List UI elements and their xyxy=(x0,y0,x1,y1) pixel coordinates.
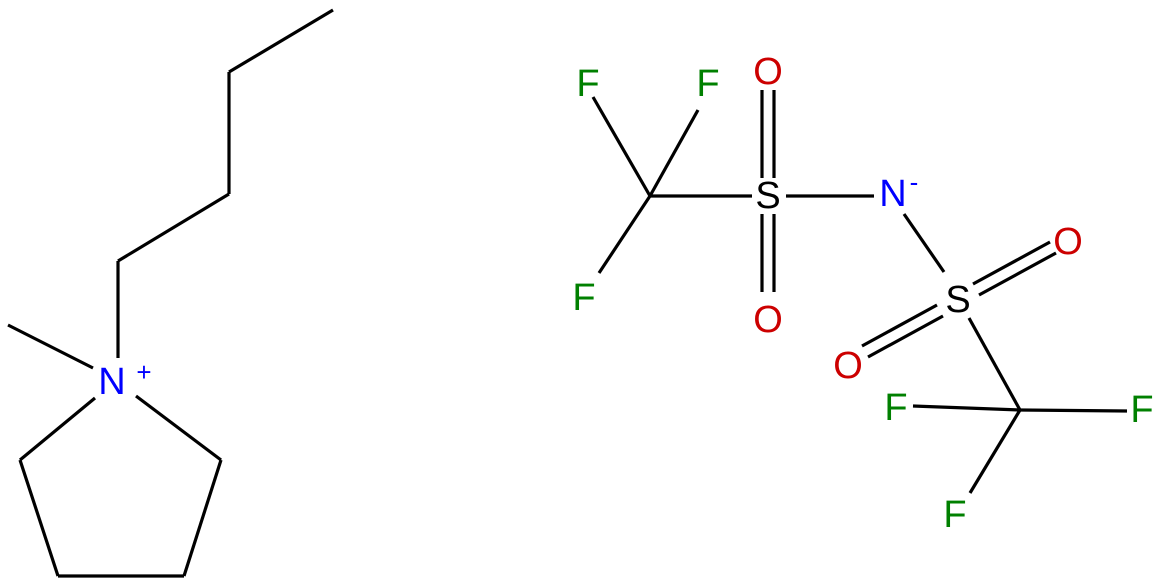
bond xyxy=(902,213,946,273)
atom-fluorine: F xyxy=(1130,389,1153,431)
atom-nitrogen: N xyxy=(98,361,125,403)
anion-structure: F F F S O O N - S O O F F F xyxy=(572,51,1153,536)
bond xyxy=(648,109,700,197)
atom-oxygen: O xyxy=(1053,221,1083,263)
bond xyxy=(861,303,938,348)
bond xyxy=(1019,408,1128,413)
bond xyxy=(597,195,652,274)
atom-fluorine: F xyxy=(943,494,966,536)
bond xyxy=(228,8,334,74)
atom-fluorine: F xyxy=(576,63,599,105)
atom-nitrogen: N xyxy=(879,173,906,215)
atom-fluorine: F xyxy=(696,63,719,105)
atom-fluorine: F xyxy=(572,277,595,319)
bond xyxy=(591,96,652,197)
bond xyxy=(182,459,223,577)
bond xyxy=(135,394,222,462)
charge-positive: + xyxy=(136,357,151,387)
bond xyxy=(978,251,1057,297)
atom-fluorine: F xyxy=(884,387,907,429)
bond xyxy=(18,459,60,577)
bond xyxy=(968,409,1022,494)
bond xyxy=(912,404,1021,412)
bond xyxy=(972,240,1051,286)
atom-oxygen: O xyxy=(833,345,863,387)
bond xyxy=(967,317,1022,411)
atom-oxygen: O xyxy=(753,51,783,93)
atom-sulfur: S xyxy=(755,175,780,217)
bond xyxy=(867,314,944,359)
charge-negative: - xyxy=(910,167,919,197)
bond xyxy=(18,396,97,462)
atom-sulfur: S xyxy=(945,279,970,321)
bond xyxy=(7,323,94,370)
cation-structure: N + xyxy=(7,8,334,578)
bond xyxy=(117,192,230,263)
atom-oxygen: O xyxy=(753,299,783,341)
